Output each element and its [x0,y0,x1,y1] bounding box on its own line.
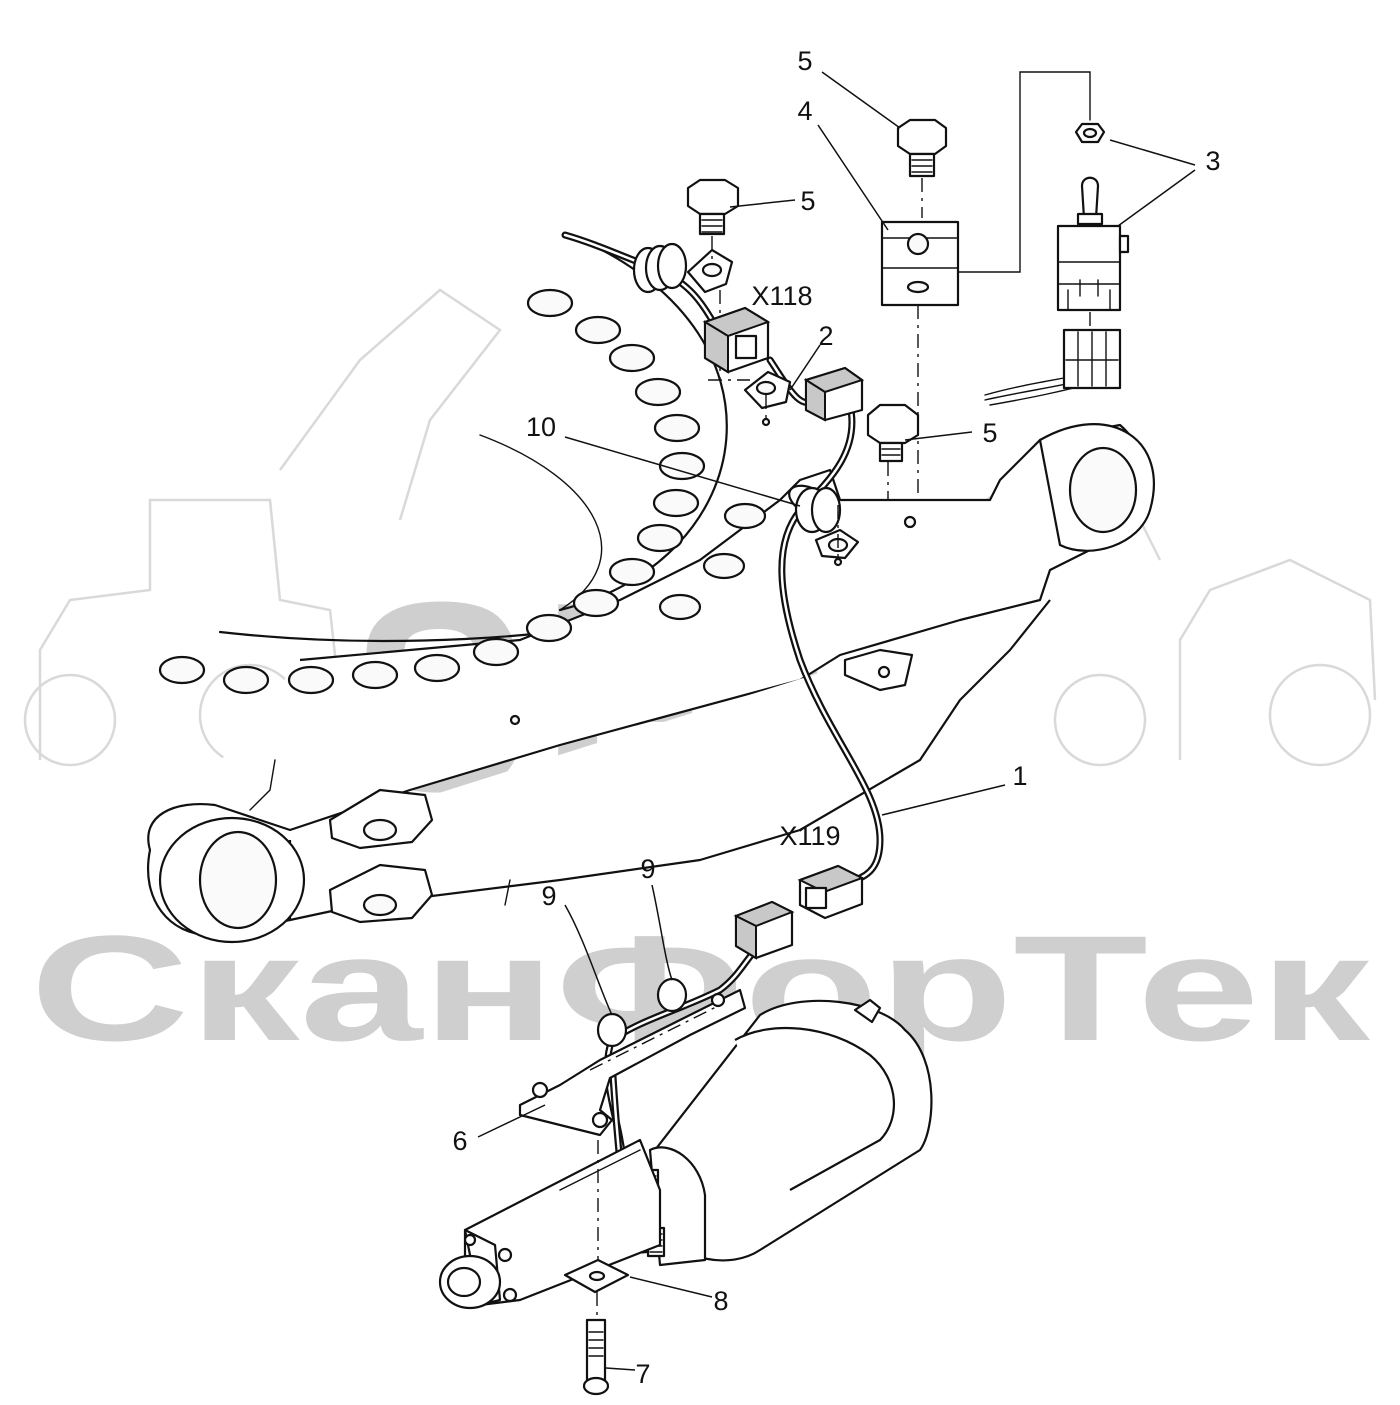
callout-5-top: 5 [797,46,812,76]
cable-harness [561,71,1106,1254]
callout-10: 10 [526,412,556,442]
toggle-switch [1056,122,1130,390]
clamp-bracket [686,248,792,427]
callout-5-right: 5 [982,418,997,448]
connector-x118 [702,306,771,374]
bolt-bottom [582,1292,610,1396]
bolt-right [866,403,920,463]
cable-clamp [788,462,889,567]
callout-8: 8 [713,1286,728,1316]
electric-actuator [438,998,933,1310]
callout-5-left: 5 [800,186,815,216]
bolt-left [686,178,740,262]
connector-x119 [797,864,865,920]
callout-labels: 5 4 3 5 X118 2 10 5 1 X119 9 9 6 8 7 [452,46,1220,1389]
callout-7: 7 [635,1359,650,1389]
callout-9-left: 9 [541,881,556,911]
leader-lines [477,71,1196,1371]
connector-x119-label: X119 [779,821,840,851]
callout-1: 1 [1012,761,1027,791]
callout-6: 6 [452,1126,467,1156]
bolt-top [896,118,948,218]
connector-x118-label: X118 [751,281,812,311]
axle-frame [147,233,1155,944]
washer-plate [563,1258,630,1294]
connector-mate [733,900,795,960]
mounting-plate [518,988,747,1137]
callout-9-right: 9 [640,854,655,884]
callout-2: 2 [818,321,833,351]
connector-part-2 [803,366,865,422]
callout-3: 3 [1205,146,1220,176]
bolt-holes [158,288,767,695]
callout-4: 4 [797,96,812,126]
mounting-block [880,220,960,500]
